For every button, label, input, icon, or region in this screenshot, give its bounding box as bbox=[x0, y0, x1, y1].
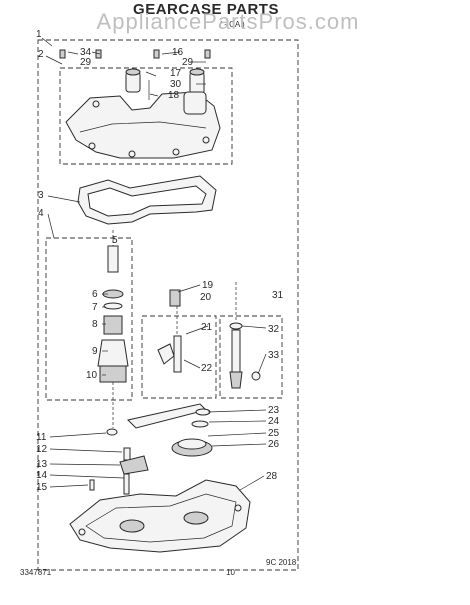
callout: 22 bbox=[201, 363, 213, 374]
callout: 5 bbox=[112, 235, 118, 246]
callout: 18 bbox=[168, 90, 180, 101]
pinion-group-box bbox=[45, 237, 133, 401]
callout: 29 bbox=[80, 57, 92, 68]
document-number: 3347871 bbox=[20, 568, 52, 577]
diagram-code: 9C 2018 bbox=[266, 558, 297, 567]
cover-group-box bbox=[59, 67, 233, 165]
cover-bearing-boss bbox=[125, 68, 207, 115]
callout: 24 bbox=[268, 416, 280, 427]
page-subtitle: ( - CA ) bbox=[219, 20, 245, 29]
callout: 26 bbox=[268, 439, 280, 450]
outer-frame bbox=[37, 39, 299, 571]
callout: 32 bbox=[268, 324, 280, 335]
callout: 23 bbox=[268, 405, 280, 416]
callout: 12 bbox=[36, 444, 48, 455]
watermark: AppliancePartsPros.com bbox=[97, 9, 360, 34]
cover-screws bbox=[59, 49, 211, 100]
callout: 28 bbox=[266, 471, 278, 482]
callout: 34 bbox=[80, 47, 92, 58]
callout: 8 bbox=[92, 319, 98, 330]
shifter-group-box bbox=[141, 315, 217, 399]
callout: 1 bbox=[36, 29, 42, 40]
callout: 19 bbox=[202, 280, 214, 291]
callout: 10 bbox=[86, 370, 98, 381]
callout: 6 bbox=[92, 289, 98, 300]
callout: 14 bbox=[36, 470, 48, 481]
callout: 15 bbox=[36, 482, 48, 493]
leader-lines bbox=[41, 37, 267, 491]
callout: 30 bbox=[170, 79, 182, 90]
gasket-inner bbox=[87, 185, 207, 217]
callout: 11 bbox=[36, 432, 47, 443]
callout: 13 bbox=[36, 459, 48, 470]
callout: 21 bbox=[201, 322, 213, 333]
callout: 17 bbox=[170, 68, 182, 79]
callout: 20 bbox=[200, 292, 212, 303]
callout: 16 bbox=[172, 47, 184, 58]
callout: 25 bbox=[268, 428, 280, 439]
callout: 9 bbox=[92, 346, 98, 357]
lower-small-parts bbox=[89, 382, 149, 495]
callout: 3 bbox=[38, 190, 44, 201]
callout: 2 bbox=[38, 49, 44, 60]
shifter-assembly bbox=[157, 289, 182, 373]
gearcase-cover bbox=[65, 91, 221, 159]
gearcase-base bbox=[69, 479, 251, 553]
pinion-assembly bbox=[97, 230, 129, 383]
callout: 7 bbox=[92, 302, 98, 313]
callout: 31 bbox=[272, 290, 284, 301]
main-gear-assembly bbox=[127, 403, 213, 457]
callout: 4 bbox=[38, 208, 44, 219]
drive-shaft-assembly bbox=[229, 282, 261, 389]
page-title: GEARCASE PARTS bbox=[133, 1, 279, 18]
page-number: 10 bbox=[226, 568, 235, 577]
callout: 33 bbox=[268, 350, 280, 361]
callout: 29 bbox=[182, 57, 194, 68]
